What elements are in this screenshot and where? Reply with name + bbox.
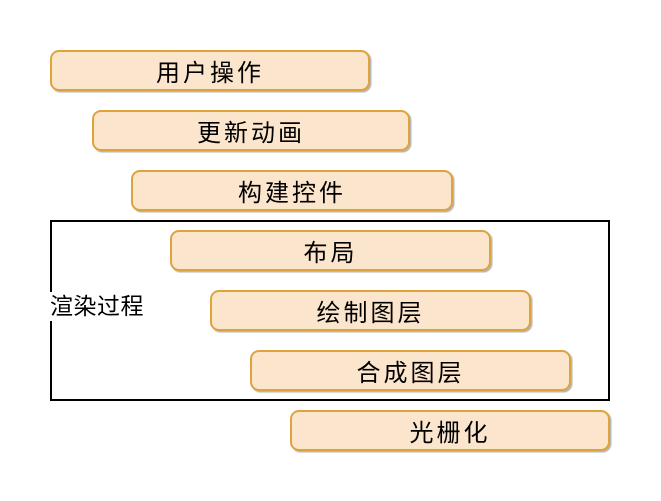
step-box-paint-layers: 绘制图层 <box>210 290 531 331</box>
step-label-rasterize: 光栅化 <box>409 420 491 447</box>
step-label-update-animation: 更新动画 <box>197 120 305 147</box>
step-box-rasterize: 光栅化 <box>290 410 610 451</box>
step-label-composite-layers: 合成图层 <box>356 360 465 387</box>
step-label-build-widgets: 构建控件 <box>238 180 346 207</box>
step-box-layout: 布局 <box>170 230 491 271</box>
step-label-user-operation: 用户操作 <box>156 60 264 87</box>
step-label-layout: 布局 <box>303 240 358 267</box>
step-label-paint-layers: 绘制图层 <box>316 300 425 327</box>
render-process-label: 渲染过程 <box>49 292 145 321</box>
step-box-update-animation: 更新动画 <box>92 110 410 151</box>
step-box-build-widgets: 构建控件 <box>131 170 453 211</box>
step-box-composite-layers: 合成图层 <box>250 350 571 391</box>
step-box-user-operation: 用户操作 <box>50 50 370 91</box>
